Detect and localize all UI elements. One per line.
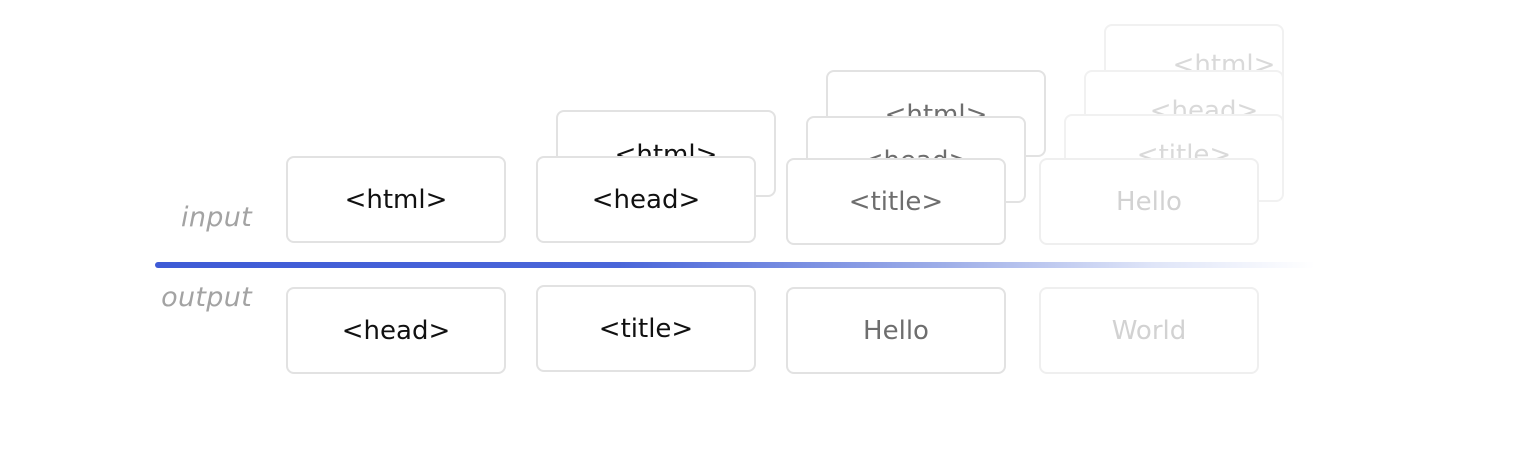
output-row-label: output	[161, 282, 252, 313]
input-output-divider	[155, 262, 1315, 268]
output-token-title: <title>	[536, 285, 756, 372]
input-token-head: <head>	[536, 156, 756, 243]
input-token-html: <html>	[286, 156, 506, 243]
input-token-hello: Hello	[1039, 158, 1259, 245]
input-row-label: input	[181, 202, 252, 233]
output-token-head: <head>	[286, 287, 506, 374]
output-token-world: World	[1039, 287, 1259, 374]
input-token-title: <title>	[786, 158, 1006, 245]
output-token-hello: Hello	[786, 287, 1006, 374]
